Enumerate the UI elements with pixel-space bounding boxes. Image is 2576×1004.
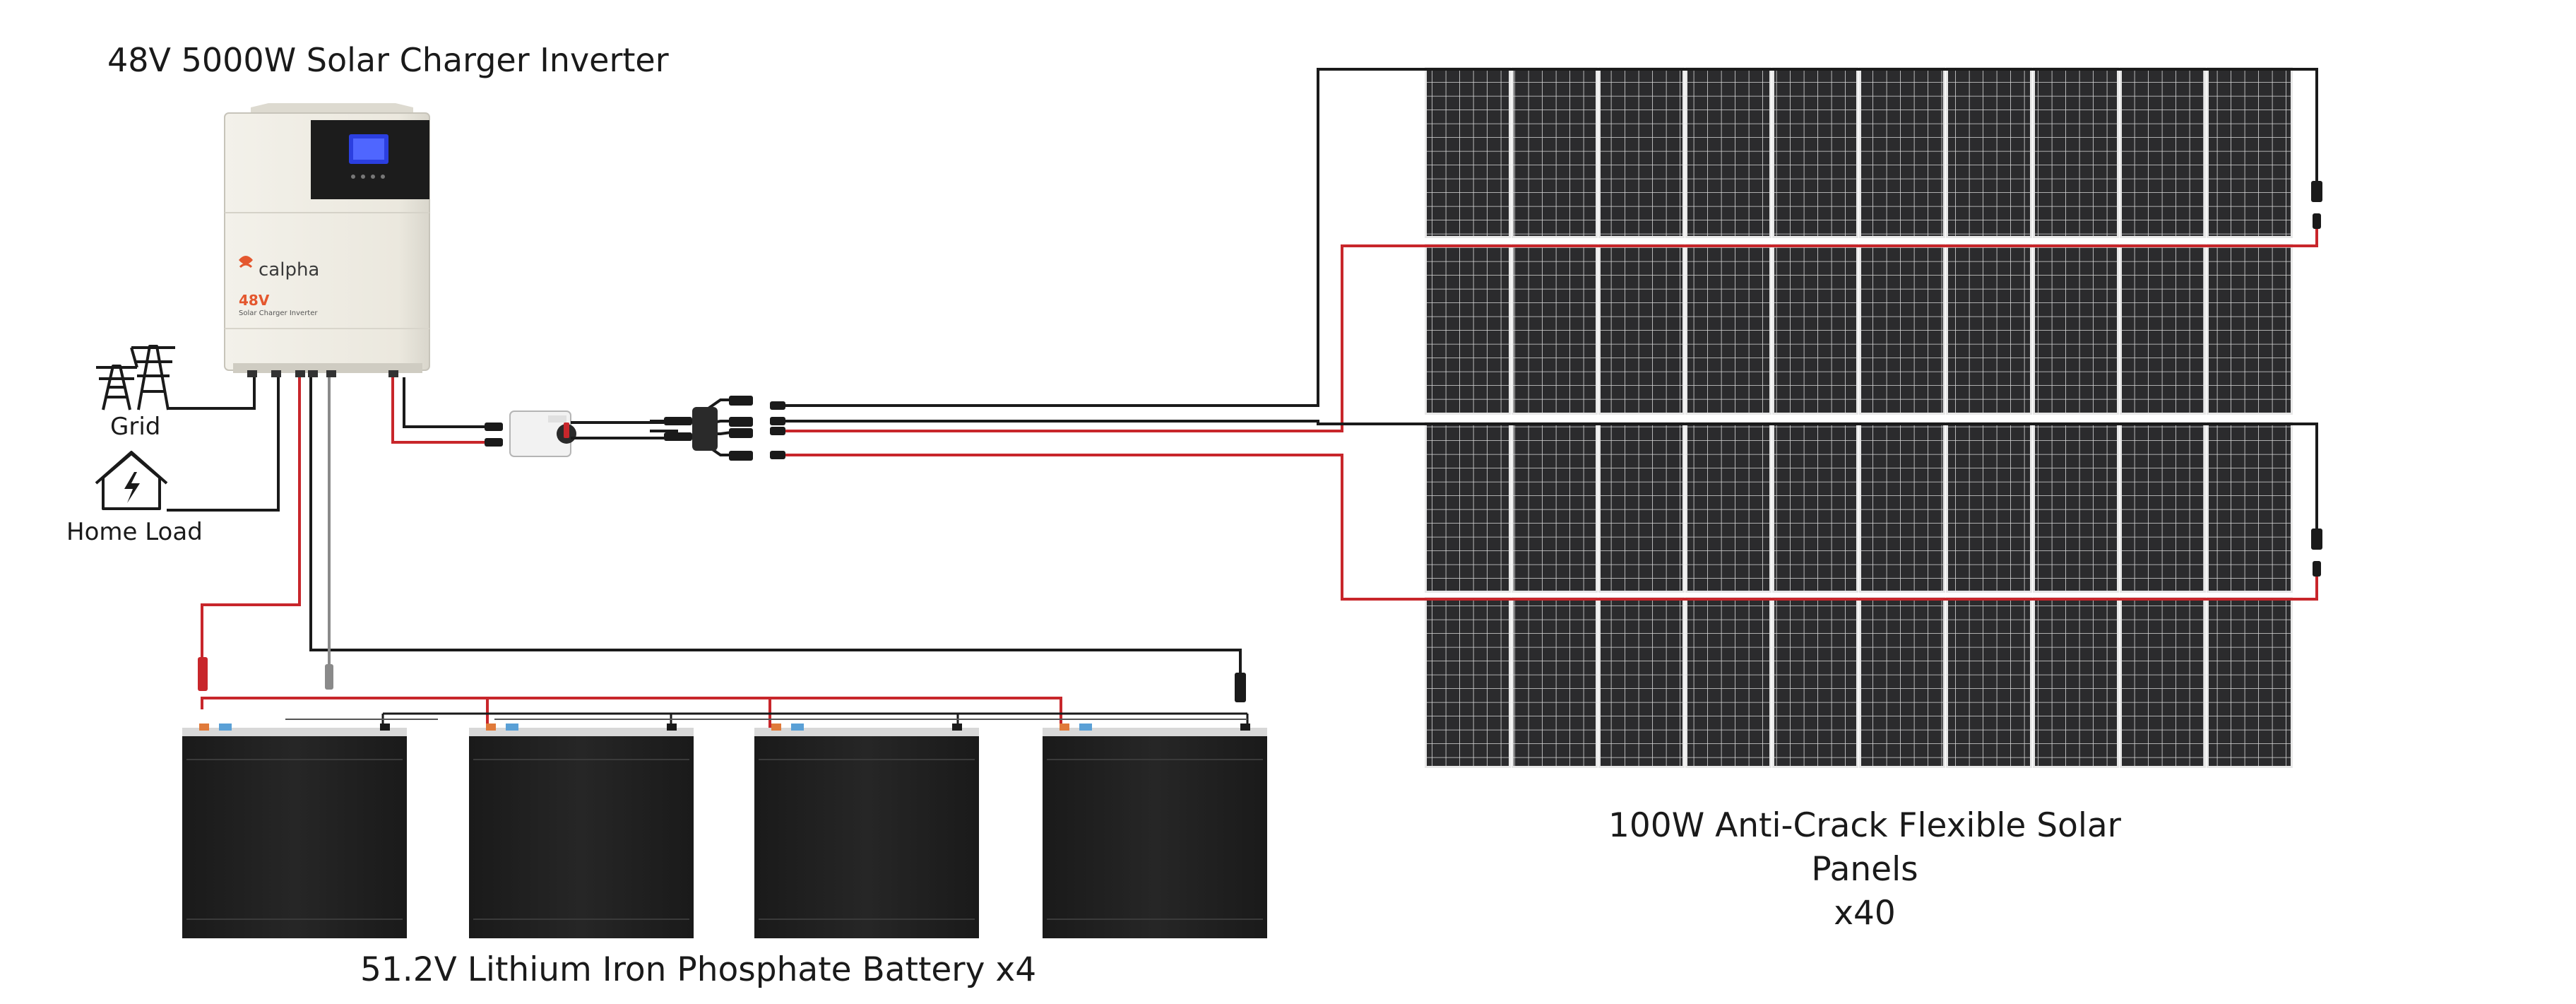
battery-comm-port (506, 724, 518, 731)
pv-positive-wire-2 (784, 454, 2318, 601)
inverter-model: 48V (239, 292, 270, 309)
solar-panel (1948, 424, 2030, 591)
solar-panel (1948, 599, 2030, 766)
battery-negative-terminal (952, 724, 962, 731)
solar-panel (2122, 69, 2204, 236)
inverter-brand: calpha (259, 259, 319, 280)
inverter-title: 48V 5000W Solar Charger Inverter (107, 41, 669, 79)
home-load-label: Home Load (66, 518, 203, 546)
solar-panel (2035, 69, 2117, 236)
battery-negative-terminal (380, 724, 390, 731)
battery-top (469, 728, 694, 736)
solar-panel (2209, 246, 2291, 413)
pv-positive-wire-1 (784, 225, 2318, 432)
panels-count: x40 (1834, 894, 1896, 933)
solar-panel (2209, 424, 2291, 591)
solar-panel (1948, 246, 2030, 413)
solar-panel (1514, 424, 1596, 591)
battery-wiring (201, 372, 1249, 735)
solar-panel-array (1425, 67, 2293, 768)
mc4-connector (2311, 528, 2322, 550)
battery-positive-terminal (771, 724, 781, 731)
solar-panel (1514, 599, 1596, 766)
grid-label: Grid (110, 413, 161, 441)
panels-title: 100W Anti-Crack Flexible Solar Panels x4… (1561, 804, 2168, 935)
solar-panel (2209, 69, 2291, 236)
solar-panel (1861, 69, 1943, 236)
battery (469, 736, 694, 938)
solar-panel (1774, 69, 1856, 236)
inverter-subtitle: Solar Charger Inverter (239, 309, 318, 317)
mc4-connector (2311, 181, 2322, 202)
battery-negative-terminal (1240, 724, 1250, 731)
battery-top (1043, 728, 1267, 736)
solar-panel (1687, 424, 1769, 591)
inverter: calpha 48V Solar Charger Inverter (224, 103, 430, 377)
solar-panel (2035, 246, 2117, 413)
battery-positive-terminal (1060, 724, 1069, 731)
battery-top (754, 728, 979, 736)
y-branch-connectors (650, 396, 785, 461)
battery-lugs (198, 657, 1246, 702)
solar-panel (1774, 424, 1856, 591)
solar-panel (2209, 599, 2291, 766)
solar-panel (1687, 599, 1769, 766)
battery (754, 736, 979, 938)
battery-comm-port (791, 724, 804, 731)
solar-panel (1601, 69, 1682, 236)
ac-wiring (167, 372, 280, 512)
battery-top (182, 728, 407, 736)
solar-wiring (784, 68, 2322, 601)
solar-panel (1948, 69, 2030, 236)
pv-negative-wire-2 (784, 420, 2318, 530)
solar-panel (2122, 424, 2204, 591)
solar-panel (1427, 69, 1509, 236)
solar-panel (1514, 246, 1596, 413)
home-load-icon (95, 451, 168, 510)
battery-positive-terminal (199, 724, 209, 731)
battery-comm-port (219, 724, 232, 731)
battery (1043, 736, 1267, 938)
solar-panel (1601, 246, 1682, 413)
battery-bank (182, 724, 1267, 938)
battery-comm-port (1079, 724, 1092, 731)
solar-panel (1601, 424, 1682, 591)
solar-panel (2035, 424, 2117, 591)
solar-panel (2122, 599, 2204, 766)
dc-breaker (391, 377, 664, 457)
power-tower-icon (96, 345, 175, 411)
solar-panel (1774, 599, 1856, 766)
pv-negative-wire-1 (784, 68, 2318, 407)
solar-panel (1427, 599, 1509, 766)
solar-panel (1601, 599, 1682, 766)
solar-panel (1861, 424, 1943, 591)
battery-negative-terminal (667, 724, 677, 731)
battery-positive-terminal (486, 724, 496, 731)
mc4-connector (2313, 561, 2321, 577)
solar-panel (1687, 69, 1769, 236)
calpha-logo-icon (239, 256, 253, 268)
mc4-connector (2313, 213, 2321, 229)
solar-panel (2035, 599, 2117, 766)
solar-panel (1514, 69, 1596, 236)
solar-panel (1427, 246, 1509, 413)
solar-panel (1861, 599, 1943, 766)
battery-title: 51.2V Lithium Iron Phosphate Battery x4 (360, 950, 1037, 989)
solar-panel (1687, 246, 1769, 413)
panels-title-text: 100W Anti-Crack Flexible Solar Panels (1608, 806, 2122, 889)
battery (182, 736, 407, 938)
solar-panel (1861, 246, 1943, 413)
solar-panel (2122, 246, 2204, 413)
solar-panel (1427, 424, 1509, 591)
solar-panel (1774, 246, 1856, 413)
